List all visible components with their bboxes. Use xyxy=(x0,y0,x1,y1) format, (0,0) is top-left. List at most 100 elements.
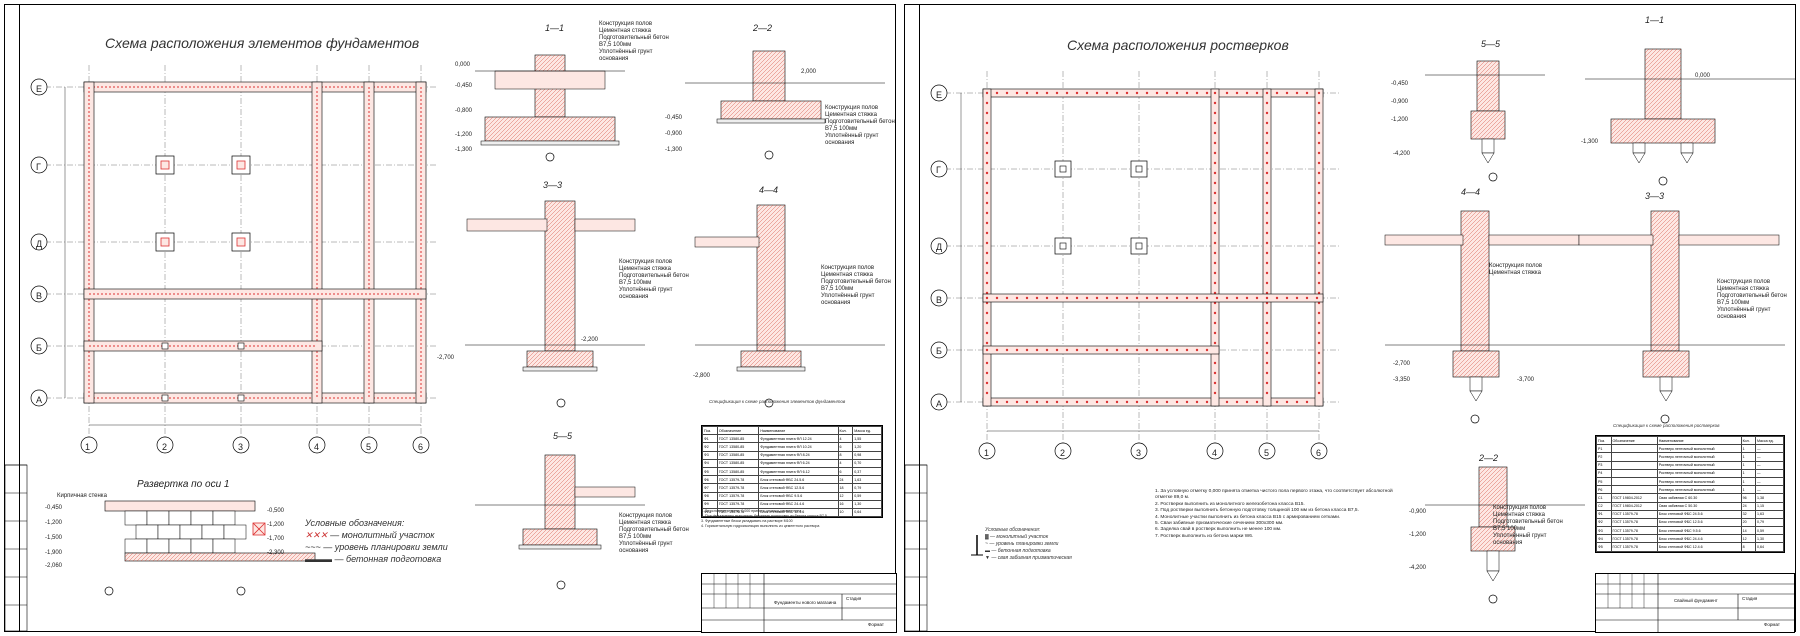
spec-cell: 1 xyxy=(1740,460,1756,470)
pile xyxy=(1115,400,1119,404)
hatch-line xyxy=(1644,48,1678,82)
spec-cell: Фундаментная плита ФЛ 8.24 xyxy=(758,450,839,460)
hatch-line xyxy=(1478,478,1508,508)
pile xyxy=(1213,221,1217,225)
hatch-line xyxy=(1484,346,1490,352)
spec-cell: С2 xyxy=(1596,501,1612,511)
axis-bubble xyxy=(764,150,774,160)
hatch-line xyxy=(1498,534,1516,552)
pile xyxy=(1175,296,1179,300)
hatch-line xyxy=(1460,306,1490,336)
pile xyxy=(1145,91,1149,95)
hatch-line xyxy=(1468,330,1490,352)
pile-body xyxy=(1632,142,1646,154)
hatch-line xyxy=(168,552,178,562)
hatch-line xyxy=(566,350,584,368)
axis-bubble xyxy=(30,389,48,407)
hatch-line xyxy=(756,272,786,302)
hatch-line xyxy=(484,116,502,134)
hatch-line xyxy=(584,116,610,142)
spec-cell: ГОСТ 13579-78 xyxy=(1610,517,1658,528)
hatch-line xyxy=(522,528,540,546)
spec-cell: — xyxy=(1754,468,1785,478)
pile xyxy=(1155,400,1159,404)
hatch-line xyxy=(790,100,810,120)
hatch-line xyxy=(756,292,786,322)
spec-cell: Блок стеновой ФБС 12.5.6 xyxy=(758,483,839,493)
hatch-line xyxy=(526,350,540,364)
hatch-line xyxy=(806,104,822,120)
axis-label-row: Г xyxy=(36,162,41,172)
hatch-line xyxy=(754,70,786,102)
hatch-line xyxy=(1502,522,1508,528)
hatch-line xyxy=(1480,342,1490,352)
hatch-line xyxy=(236,552,246,562)
general-notes: 1. За условную отметку 0,000 принята отм… xyxy=(1155,489,1393,539)
spec-cell xyxy=(1610,476,1658,487)
hatch-line xyxy=(734,100,754,120)
hatch-line xyxy=(544,200,570,226)
pile xyxy=(1145,348,1149,352)
hatch-line xyxy=(1476,78,1500,102)
pile xyxy=(1145,400,1149,404)
hatch-line xyxy=(1650,210,1656,216)
level-mark: -1,200 xyxy=(45,520,63,526)
spec-cell: Ф1 xyxy=(702,434,718,444)
axis-bubble xyxy=(1660,414,1670,424)
pile xyxy=(1317,361,1321,365)
hatch-line xyxy=(1460,218,1490,248)
hatch-line xyxy=(1460,246,1490,276)
hatch-line xyxy=(1644,48,1670,74)
pile xyxy=(1213,211,1217,215)
pile xyxy=(1155,348,1159,352)
hatch-line xyxy=(756,312,786,342)
hatch-line xyxy=(1460,282,1490,312)
axis-bubble xyxy=(156,436,174,454)
hatch-line xyxy=(1644,48,1674,78)
hatch-line xyxy=(782,98,786,102)
pile xyxy=(1225,400,1229,404)
hatch-line xyxy=(1650,222,1680,252)
pile xyxy=(1115,348,1119,352)
hatch-line xyxy=(748,350,766,368)
axis-bubble xyxy=(1658,176,1668,186)
pile xyxy=(1055,296,1059,300)
hatch-line xyxy=(784,350,802,368)
hatch-line xyxy=(544,278,576,310)
spec-cell: Кол. xyxy=(837,425,854,436)
pile xyxy=(1155,91,1159,95)
foundation-wall xyxy=(415,81,427,404)
pile xyxy=(1265,131,1269,135)
hatch-line xyxy=(1650,294,1680,324)
pile xyxy=(985,341,989,345)
hatch-line xyxy=(794,100,814,120)
pile xyxy=(1213,241,1217,245)
pile xyxy=(985,271,989,275)
axis-bubble xyxy=(764,398,774,408)
hatch-line xyxy=(766,100,786,120)
hatch-line xyxy=(1642,350,1648,356)
hatch-line xyxy=(1470,110,1500,140)
axis-label-col: 2 xyxy=(1060,448,1066,458)
hatch-line xyxy=(1650,318,1680,348)
hatch-line xyxy=(592,118,616,142)
wall-block xyxy=(168,510,192,526)
hatch-line xyxy=(544,226,576,258)
pile-tip xyxy=(1680,152,1694,164)
hatch-line xyxy=(756,204,762,210)
grillage-beam xyxy=(1210,88,1220,407)
spec-cell: 0,98 xyxy=(852,450,882,460)
pile xyxy=(1195,400,1199,404)
hatch-line xyxy=(276,552,286,562)
hatch-line xyxy=(756,280,786,310)
hatch-line xyxy=(580,116,606,142)
hatch-line xyxy=(1644,48,1662,66)
hatch-line xyxy=(530,528,548,546)
hatch-line xyxy=(1460,290,1490,320)
spec-cell: ГОСТ 13579-78 xyxy=(1610,542,1658,552)
hatch-line xyxy=(496,116,522,142)
hatch-line xyxy=(1654,326,1680,352)
